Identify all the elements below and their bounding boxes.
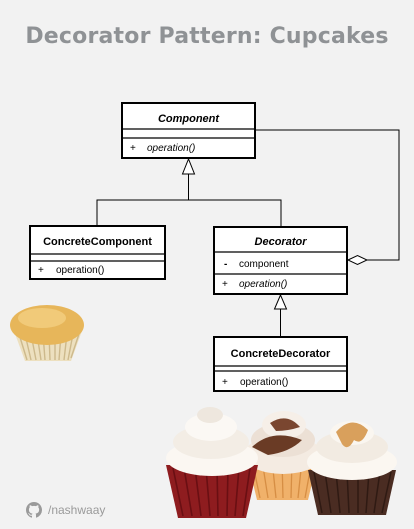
class-component: Component + operation()	[121, 102, 256, 159]
class-concrete-component: ConcreteComponent + operation()	[29, 225, 166, 280]
aggregation-line	[255, 129, 400, 266]
footer-handle[interactable]: /nashwaay	[48, 503, 106, 517]
member-symbol: -	[224, 259, 227, 270]
member-text: operation()	[147, 143, 195, 154]
plain-cupcake-image	[10, 305, 84, 361]
class-decorator: Decorator - component + operation()	[213, 226, 348, 295]
class-name: Component	[158, 113, 220, 125]
member-symbol: +	[130, 143, 136, 154]
footer: /nashwaay	[26, 502, 105, 518]
class-concrete-decorator: ConcreteDecorator + operation()	[213, 336, 348, 392]
inheritance-to-decorator	[273, 293, 288, 337]
member-symbol: +	[38, 265, 44, 276]
page-title: Decorator Pattern: Cupcakes	[25, 24, 389, 49]
member-text: component	[239, 259, 289, 270]
class-name: ConcreteComponent	[43, 236, 152, 248]
member-symbol: +	[222, 377, 228, 388]
inheritance-to-component	[96, 157, 282, 227]
class-name: Decorator	[255, 236, 308, 248]
member-symbol: +	[222, 279, 228, 290]
member-text: operation()	[56, 265, 104, 276]
class-name: ConcreteDecorator	[231, 348, 331, 360]
decorated-cupcakes-image	[166, 407, 397, 518]
member-text: operation()	[239, 279, 287, 290]
member-text: operation()	[240, 377, 288, 388]
github-icon	[26, 502, 42, 518]
